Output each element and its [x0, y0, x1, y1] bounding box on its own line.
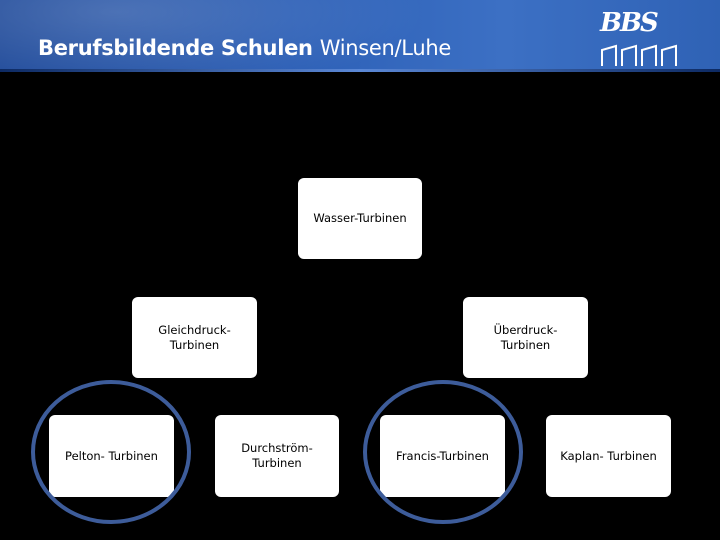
- node-durchstroem-line1: Durchström-: [241, 441, 313, 455]
- logo-text: BBS: [600, 8, 659, 38]
- node-durchstroem-line2: Turbinen: [252, 456, 302, 470]
- node-gleichdruck-turbinen: Gleichdruck- Turbinen: [132, 297, 257, 378]
- school-city-text: Winsen/Luhe: [319, 36, 452, 60]
- node-wasser-turbinen: Wasser-Turbinen: [298, 178, 422, 259]
- node-kaplan-label: Kaplan- Turbinen: [560, 448, 657, 463]
- node-gleichdruck-line2: Turbinen: [169, 337, 220, 352]
- logo-bars-icon: [601, 44, 677, 66]
- node-ueberdruck-line2: Turbinen: [500, 337, 551, 352]
- node-francis-turbinen: Francis-Turbinen: [380, 415, 505, 497]
- node-pelton-turbinen: Pelton- Turbinen: [49, 415, 174, 497]
- node-wasser-turbinen-label: Wasser-Turbinen: [313, 211, 407, 225]
- header-banner: Berufsbildende Schulen Winsen/Luhe BBS: [0, 0, 720, 72]
- school-title: Berufsbildende Schulen Winsen/Luhe: [38, 36, 451, 60]
- node-francis-label: Francis-Turbinen: [396, 448, 489, 463]
- node-pelton-label: Pelton- Turbinen: [65, 448, 158, 463]
- node-ueberdruck-line1: Überdruck-: [493, 322, 558, 337]
- school-name-text: Berufsbildende Schulen: [38, 36, 313, 60]
- node-gleichdruck-line1: Gleichdruck-: [158, 322, 231, 337]
- node-kaplan-turbinen: Kaplan- Turbinen: [546, 415, 671, 497]
- node-ueberdruck-turbinen: Überdruck- Turbinen: [463, 297, 588, 378]
- node-durchstroem-turbinen: Durchström- Turbinen: [215, 415, 339, 497]
- bbs-logo: BBS: [596, 8, 686, 66]
